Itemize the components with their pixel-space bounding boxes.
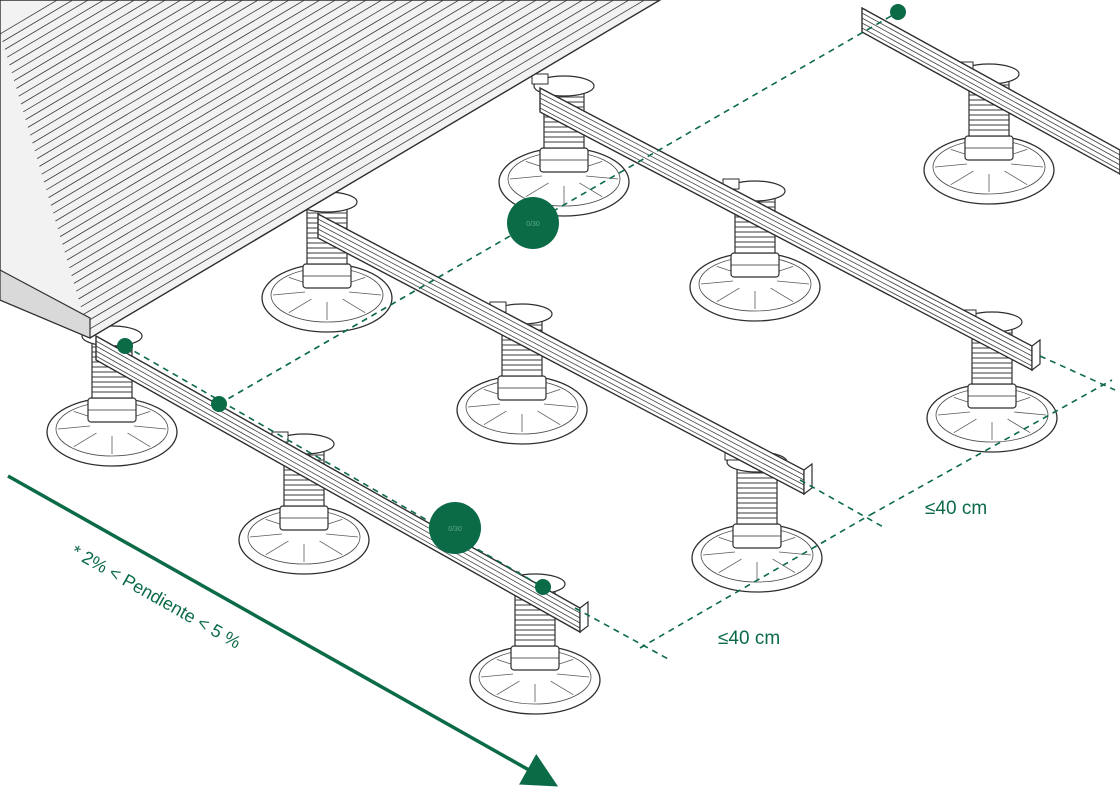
reference-dot (535, 579, 551, 595)
badge-lower-text: 0/30 (448, 526, 462, 533)
dimension-line-2 (869, 379, 1113, 516)
reference-dots (117, 4, 906, 595)
dashed-joist-guide (124, 345, 544, 588)
reference-dot (211, 396, 227, 412)
badge-upper-text: 0/30 (526, 221, 540, 228)
dashed-diagonal-guide (218, 11, 899, 405)
badge-lower: 0/30 (429, 502, 481, 554)
dimension-tick-left-a (574, 607, 671, 661)
slope-arrow (7, 474, 559, 787)
deck-board-end (0, 269, 91, 339)
joists-group (95, 6, 1120, 634)
reference-dot (890, 4, 906, 20)
joist (861, 6, 1120, 176)
dimension-tick-right (1039, 355, 1116, 391)
badge-upper: 0/30 (507, 197, 559, 249)
reference-dot (117, 338, 133, 354)
joist (539, 86, 1041, 372)
spacing-label-2: ≤40 cm (925, 498, 987, 519)
spacing-label-1: ≤40 cm (718, 628, 780, 649)
deck-boards (0, 0, 662, 339)
pedestal (456, 301, 588, 445)
dimension-tick-left-b (799, 479, 886, 529)
dimension-line-1 (639, 514, 871, 649)
dashed-guides (124, 11, 1116, 661)
